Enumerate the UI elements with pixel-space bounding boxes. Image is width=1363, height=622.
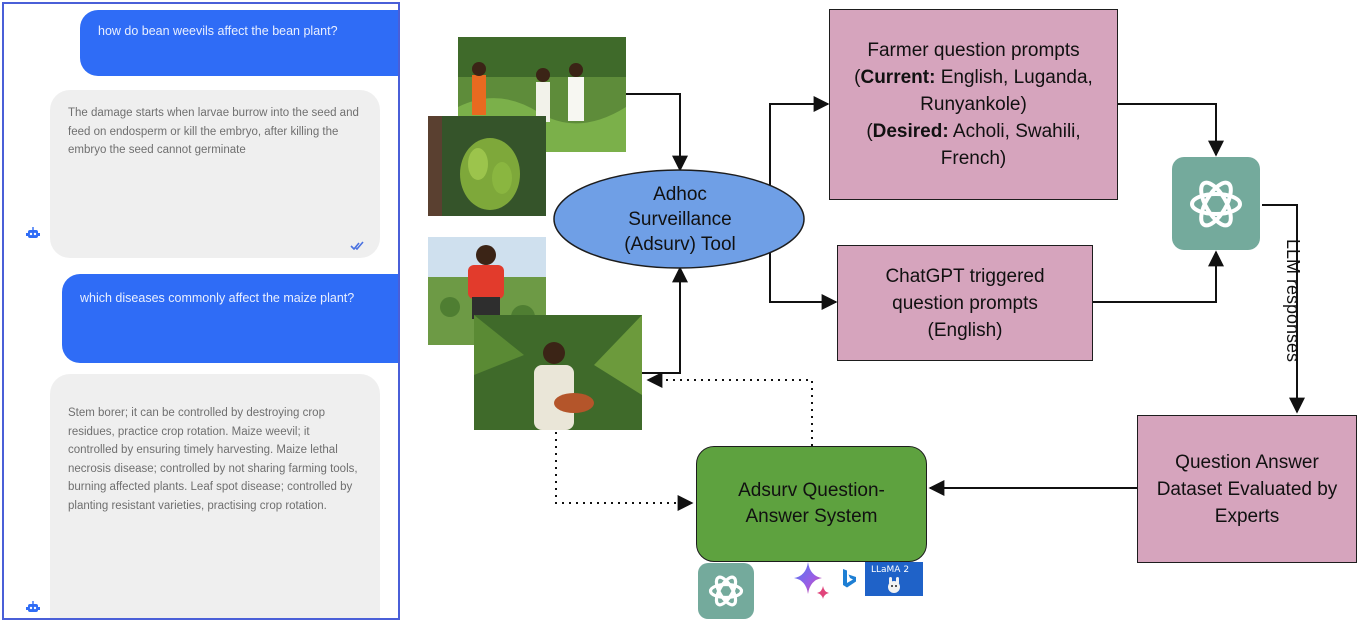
- llm-responses-text: LLM responses: [1283, 238, 1304, 362]
- open-paren: (: [854, 67, 861, 88]
- current-languages: English, Luganda, Runyankole): [920, 67, 1093, 115]
- double-check-icon: [350, 241, 364, 250]
- chat-message-user: how do bean weevils affect the bean plan…: [80, 10, 398, 76]
- qa-dataset-box: Question Answer Dataset Evaluated by Exp…: [1137, 415, 1357, 563]
- desired-languages: Acholi, Swahili, French): [940, 121, 1081, 169]
- connector-chatgpt-prompts-to-openai: [1093, 250, 1224, 303]
- chat-message-text: The damage starts when larvae burrow int…: [68, 107, 359, 156]
- desired-label: Desired:: [872, 121, 949, 142]
- qa-system-label: Adsurv Question-Answer System: [738, 480, 885, 527]
- farmer-prompts-desired: (Desired: Acholi, Swahili, French): [830, 118, 1117, 172]
- llama-logo-text: LLaMA 2: [871, 565, 910, 575]
- connector-openai-to-dataset: [1262, 204, 1305, 414]
- connector-photo-to-tool: [626, 93, 688, 172]
- chat-message-bot: The damage starts when larvae burrow int…: [50, 90, 380, 258]
- chat-message-bot: Stem borer; it can be controlled by dest…: [50, 374, 380, 618]
- photo-bananas: [428, 116, 546, 216]
- gemini-logo-icon: [794, 562, 829, 599]
- connector-farmer-prompts-to-openai: [1118, 103, 1224, 157]
- llm-responses-label: LLM responses: [1263, 215, 1323, 385]
- robot-icon: [26, 601, 40, 612]
- qa-dataset-label: Question Answer Dataset Evaluated by Exp…: [1156, 451, 1338, 527]
- chat-message-text: which diseases commonly affect the maize…: [80, 291, 355, 305]
- farmer-prompts-title: Farmer question prompts: [867, 40, 1080, 61]
- connector-tool-to-farmer-prompts: [769, 96, 830, 185]
- connector-tool-to-chatgpt-prompts: [769, 252, 838, 310]
- chatgpt-question-prompts-box: ChatGPT triggered question prompts (Engl…: [837, 245, 1093, 361]
- chatgpt-prompts-label: ChatGPT triggered question prompts (Engl…: [885, 265, 1045, 341]
- adsurv-qa-system-box: Adsurv Question-Answer System: [696, 446, 927, 562]
- adsurv-tool-node: [553, 169, 805, 269]
- connector-photo-to-tool: [642, 266, 688, 374]
- robot-icon: [26, 227, 40, 238]
- current-label: Current:: [860, 67, 936, 88]
- openai-logo-icon: [698, 563, 754, 619]
- photo-farmer-with-basket: [474, 315, 642, 430]
- chat-message-text: Stem borer; it can be controlled by dest…: [68, 407, 358, 512]
- open-paren: (: [866, 121, 873, 142]
- connector-photos-to-qa-system: [555, 432, 694, 511]
- openai-logo-icon: [1172, 157, 1260, 250]
- chat-message-text: how do bean weevils affect the bean plan…: [98, 24, 338, 38]
- adsurv-tool-label: Adhoc Surveillance (Adsurv) Tool: [624, 183, 736, 255]
- llama-logo-icon: LLaMA 2: [865, 562, 923, 596]
- farmer-question-prompts-box: Farmer question prompts (Current: Englis…: [829, 9, 1118, 200]
- bing-logo-icon: [843, 569, 856, 588]
- connector-qa-system-to-photos: [646, 372, 813, 446]
- chat-panel: how do bean weevils affect the bean plan…: [2, 2, 400, 620]
- farmer-prompts-current: (Current: English, Luganda, Runyankole): [830, 64, 1117, 118]
- chat-message-user: which diseases commonly affect the maize…: [62, 274, 398, 363]
